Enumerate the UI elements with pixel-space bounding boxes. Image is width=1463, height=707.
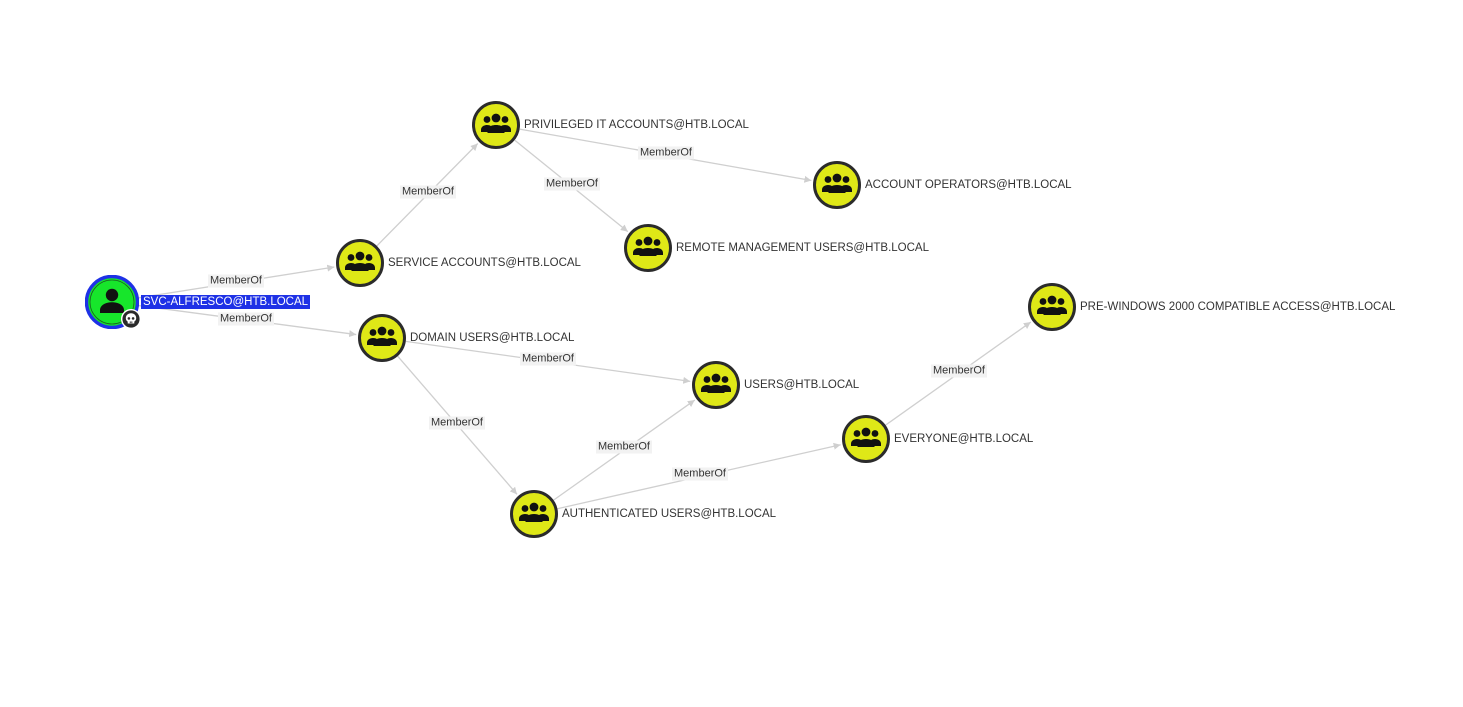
edge-label-authusers-to-everyone: MemberOf — [672, 467, 728, 481]
node-label-users[interactable]: USERS@HTB.LOCAL — [744, 379, 860, 391]
group-icon — [692, 361, 740, 409]
node-label-accountops[interactable]: ACCOUNT OPERATORS@HTB.LOCAL — [865, 179, 1072, 191]
group-node-remotemgmt[interactable] — [624, 224, 672, 272]
edge-label-service-to-privileged: MemberOf — [400, 185, 456, 199]
group-icon — [472, 101, 520, 149]
user-node-svc[interactable] — [84, 274, 142, 330]
edge-label-domainusers-to-users: MemberOf — [520, 352, 576, 366]
node-label-svc[interactable]: SVC-ALFRESCO@HTB.LOCAL — [141, 295, 311, 309]
group-icon — [510, 490, 558, 538]
edge-label-domainusers-to-authusers: MemberOf — [429, 416, 485, 430]
owned-badge — [120, 308, 142, 334]
group-icon — [358, 314, 406, 362]
owned-skull-icon — [120, 308, 142, 330]
node-label-authusers[interactable]: AUTHENTICATED USERS@HTB.LOCAL — [562, 508, 777, 520]
node-label-everyone[interactable]: EVERYONE@HTB.LOCAL — [894, 433, 1034, 445]
node-label-privileged[interactable]: PRIVILEGED IT ACCOUNTS@HTB.LOCAL — [524, 119, 749, 131]
edge-label-svc-to-domainusers: MemberOf — [218, 312, 274, 326]
group-icon — [813, 161, 861, 209]
node-label-remotemgmt[interactable]: REMOTE MANAGEMENT USERS@HTB.LOCAL — [676, 242, 929, 254]
edge-label-privileged-to-accountops: MemberOf — [638, 146, 694, 160]
group-node-domainusers[interactable] — [358, 314, 406, 362]
edge-label-svc-to-service: MemberOf — [208, 274, 264, 288]
group-node-prewin2000[interactable] — [1028, 283, 1076, 331]
edge-label-authusers-to-users: MemberOf — [596, 440, 652, 454]
node-label-prewin2000[interactable]: PRE-WINDOWS 2000 COMPATIBLE ACCESS@HTB.L… — [1080, 301, 1396, 313]
group-node-authusers[interactable] — [510, 490, 558, 538]
node-label-domainusers[interactable]: DOMAIN USERS@HTB.LOCAL — [410, 332, 575, 344]
edge-label-privileged-to-remotemgmt: MemberOf — [544, 177, 600, 191]
group-icon — [624, 224, 672, 272]
group-icon — [842, 415, 890, 463]
group-icon — [336, 239, 384, 287]
node-label-service[interactable]: SERVICE ACCOUNTS@HTB.LOCAL — [388, 257, 581, 269]
group-node-everyone[interactable] — [842, 415, 890, 463]
edge-label-everyone-to-prewin2000: MemberOf — [931, 364, 987, 378]
group-node-users[interactable] — [692, 361, 740, 409]
group-node-accountops[interactable] — [813, 161, 861, 209]
group-icon — [1028, 283, 1076, 331]
group-node-service[interactable] — [336, 239, 384, 287]
group-node-privileged[interactable] — [472, 101, 520, 149]
